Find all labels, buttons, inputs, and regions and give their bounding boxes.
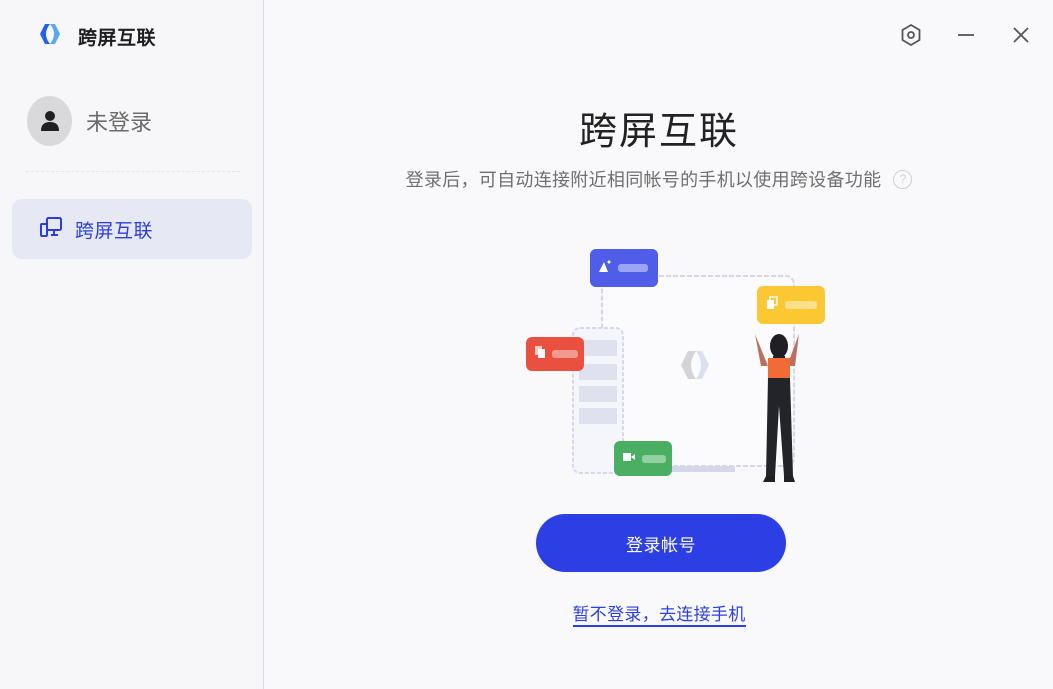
gallery-icon [598,259,612,278]
devices-icon [39,215,63,244]
sidebar-item-label: 跨屏互联 [75,220,154,242]
login-button[interactable]: 登录帐号 [536,514,786,572]
gallery-card [590,249,658,287]
minimize-button[interactable] [953,20,978,50]
subtitle-text: 登录后，可自动连接附近相同帐号的手机以使用跨设备功能 [405,170,882,190]
video-card [614,441,672,476]
app-title: 跨屏互联 [78,28,157,49]
skip-login-link[interactable]: 暂不登录，去连接手机 [572,605,746,627]
devices-illustration [572,275,799,482]
file-transfer-icon [765,295,779,315]
sidebar-item-cross-screen[interactable]: 跨屏互联 [12,199,252,259]
copy-card [526,337,584,371]
window-controls [898,20,1033,50]
close-icon [1012,27,1029,43]
file-transfer-card [757,286,825,324]
help-icon[interactable]: ? [893,169,913,189]
divider [26,171,240,172]
skip-login-container: 暂不登录，去连接手机 [265,600,1053,627]
user-profile[interactable]: 未登录 [27,96,152,146]
user-icon [40,111,59,131]
settings-button[interactable] [898,20,923,50]
page-subtitle: 登录后，可自动连接附近相同帐号的手机以使用跨设备功能 ? [265,166,1053,192]
illustration [525,246,835,486]
sidebar: 跨屏互联 未登录 跨屏互联 [0,0,264,689]
close-button[interactable] [1008,20,1033,50]
avatar [27,96,72,146]
main-panel: 跨屏互联 登录后，可自动连接附近相同帐号的手机以使用跨设备功能 ? [265,0,1053,689]
minimize-icon [957,34,974,36]
brand: 跨屏互联 [38,22,156,51]
settings-icon [901,23,920,47]
page-title: 跨屏互联 [578,111,739,153]
user-name: 未登录 [86,110,153,135]
video-icon [622,450,636,468]
copy-icon [534,345,546,363]
app-logo-icon [38,22,62,51]
